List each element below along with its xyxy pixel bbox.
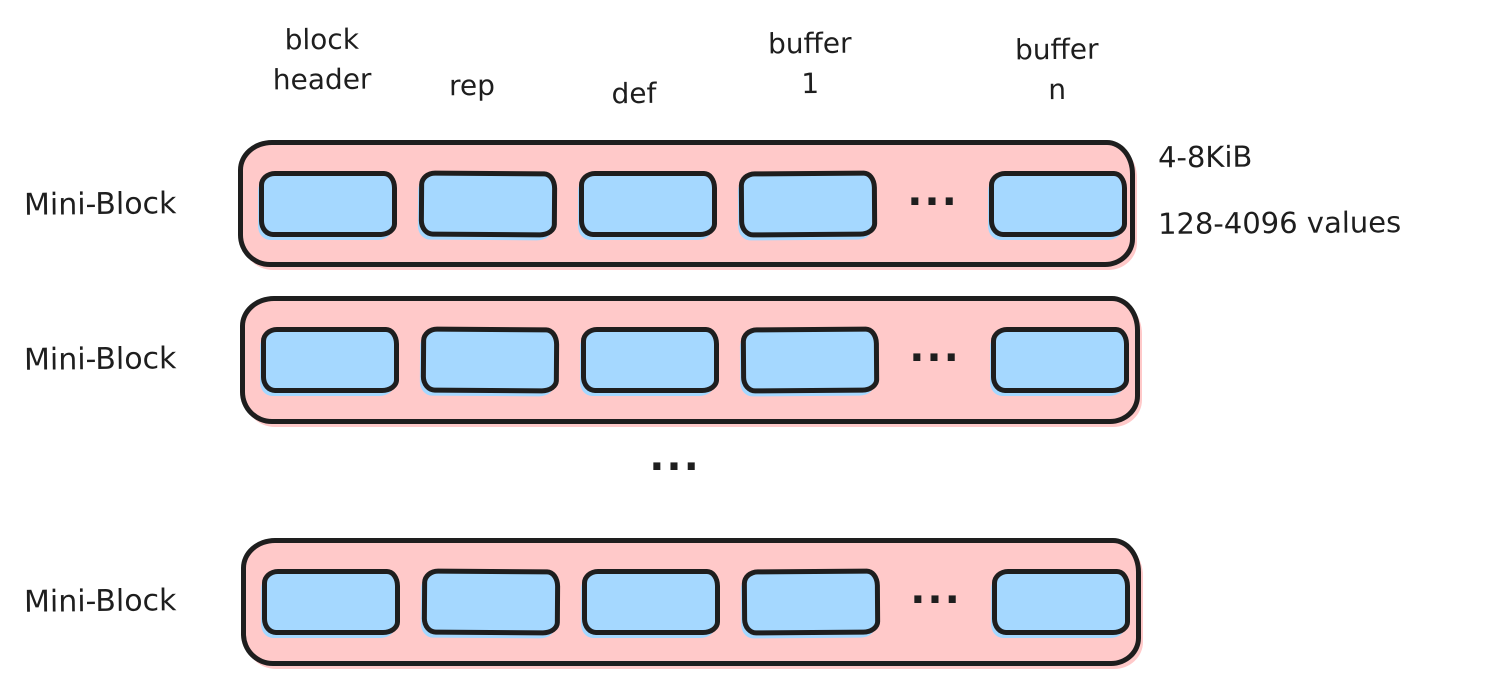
column-label-line: 1 bbox=[801, 66, 820, 101]
buffer-1-box bbox=[741, 568, 881, 636]
def-box bbox=[581, 327, 719, 393]
mini-block-label: Mini-Block bbox=[23, 341, 177, 378]
mini-block-row: ... bbox=[238, 140, 1135, 267]
ellipsis-icon: ... bbox=[910, 567, 962, 613]
buffer-n-box bbox=[991, 327, 1129, 393]
mini-block-label: Mini-Block bbox=[23, 186, 177, 223]
column-label-line: n bbox=[1048, 72, 1067, 107]
block-header-box bbox=[262, 569, 400, 635]
column-label-buffer-n: buffer n bbox=[987, 29, 1128, 110]
buffer-1-box bbox=[738, 170, 878, 237]
column-label-buffer-1: buffer 1 bbox=[740, 23, 881, 104]
mini-block-row: ... bbox=[240, 296, 1140, 424]
column-label-line: def bbox=[611, 76, 657, 111]
buffer-n-box bbox=[989, 170, 1127, 237]
column-label-line: buffer bbox=[1014, 32, 1099, 67]
column-label-line: rep bbox=[448, 68, 496, 103]
block-header-box bbox=[261, 327, 399, 393]
rep-box bbox=[421, 568, 561, 636]
ellipsis-icon: ... bbox=[909, 325, 961, 371]
values-annotation: 128-4096 values bbox=[1157, 205, 1402, 241]
column-label-line: block bbox=[284, 22, 360, 57]
mini-block-row: ... bbox=[241, 538, 1141, 666]
column-label-def: def bbox=[594, 74, 674, 115]
mini-block-label: Mini-Block bbox=[23, 583, 177, 620]
rep-box bbox=[420, 326, 560, 394]
buffer-1-box bbox=[740, 326, 880, 394]
size-annotation: 4-8KiB bbox=[1157, 139, 1253, 175]
def-box bbox=[582, 569, 720, 635]
row-ellipsis-icon: ... bbox=[649, 434, 701, 480]
column-label-line: header bbox=[272, 62, 372, 97]
ellipsis-icon: ... bbox=[907, 168, 959, 215]
block-header-box bbox=[259, 170, 397, 237]
def-box bbox=[579, 170, 717, 237]
column-label-rep: rep bbox=[432, 66, 512, 107]
column-label-line: buffer bbox=[767, 26, 852, 61]
column-label-block-header: block header bbox=[242, 19, 403, 100]
buffer-n-box bbox=[992, 569, 1130, 635]
rep-box bbox=[418, 170, 558, 237]
